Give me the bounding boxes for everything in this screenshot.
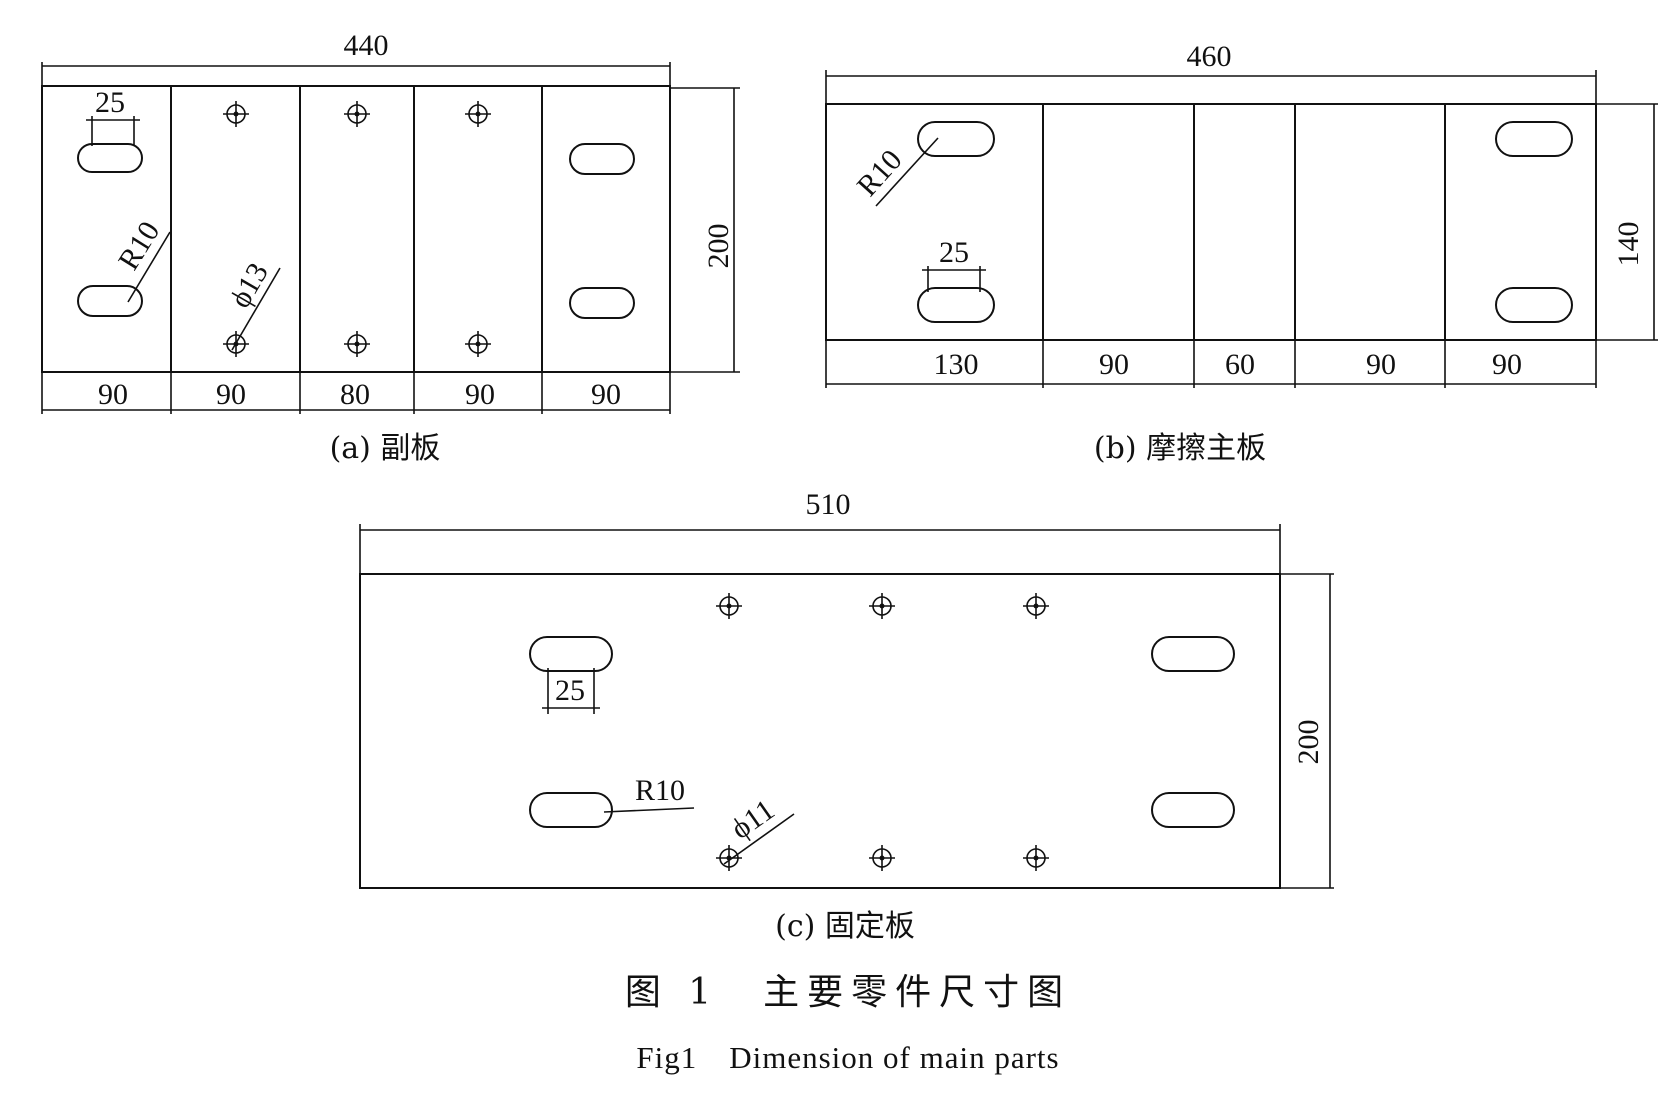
part-c-slot: [1151, 636, 1235, 672]
part-a-secondary-plate: 440 90 90 80 90 90 200 25: [41, 29, 740, 466]
part-a-bolt-hole: [222, 100, 250, 128]
part-c-slot: [529, 792, 613, 828]
part-a-height: 200: [702, 224, 735, 269]
part-b-slot-width: 25: [939, 236, 969, 269]
part-a-segment-1: 90: [98, 378, 128, 411]
part-a-slot-radius: R10: [112, 216, 166, 276]
part-a-slot-width: 25: [95, 86, 125, 119]
part-a-bolt-hole: [464, 330, 492, 358]
part-b-slot: [1495, 287, 1573, 323]
part-b-slot: [917, 121, 995, 157]
part-c-bolt-hole: [868, 592, 896, 620]
part-a-caption: (a) 副板: [330, 431, 441, 466]
part-c-bolt-hole: [1022, 844, 1050, 872]
part-a-segment-5: 90: [591, 378, 621, 411]
part-c-slot: [529, 636, 613, 672]
part-a-bolt-hole: [343, 100, 371, 128]
part-b-segment-4: 90: [1366, 348, 1396, 381]
part-a-bolt-hole: [464, 100, 492, 128]
part-c-bolt-hole: [1022, 592, 1050, 620]
part-b-segment-5: 90: [1492, 348, 1522, 381]
part-a-slot: [569, 287, 635, 319]
part-b-outline: [825, 103, 1597, 341]
part-c-bolt-hole: [715, 844, 743, 872]
part-c-slot: [1151, 792, 1235, 828]
part-b-segment-1: 130: [934, 348, 979, 381]
part-a-slot: [77, 143, 143, 173]
part-a-segment-4: 90: [465, 378, 495, 411]
part-c-overall-width: 510: [806, 488, 851, 521]
part-c-slot-width: 25: [555, 674, 585, 707]
part-a-segment-3: 80: [340, 378, 370, 411]
part-b-segment-3: 60: [1225, 348, 1255, 381]
part-c-slot-radius: R10: [635, 774, 685, 807]
part-a-overall-width: 440: [344, 29, 389, 62]
part-a-bolt-hole: [343, 330, 371, 358]
part-b-slot-radius: R10: [851, 143, 909, 202]
part-c-height: 200: [1292, 720, 1325, 765]
part-b-slot: [917, 287, 995, 323]
part-b-overall-width: 460: [1187, 40, 1232, 73]
part-c-bolt-hole: [868, 844, 896, 872]
part-c-fixed-plate: 510 200 25 R10 ϕ11 (c) 固定板: [359, 488, 1334, 944]
part-c-caption: (c) 固定板: [775, 909, 915, 944]
figure-title-cn: 图 1 主要零件尺寸图: [625, 972, 1071, 1013]
part-a-segment-2: 90: [216, 378, 246, 411]
part-b-slot: [1495, 121, 1573, 157]
part-c-outline: [359, 573, 1281, 889]
part-b-segment-2: 90: [1099, 348, 1129, 381]
part-b-height: 140: [1612, 222, 1645, 267]
figure-title-en: Fig1 Dimension of main parts: [636, 1040, 1059, 1075]
part-b-caption: (b) 摩擦主板: [1094, 431, 1266, 466]
part-c-bolt-hole: [715, 592, 743, 620]
part-b-friction-main-plate: 460 130 90 60 90 90 140 R10: [825, 40, 1658, 466]
part-a-outline: [41, 85, 671, 373]
part-c-hole-diameter: ϕ11: [725, 793, 781, 846]
part-a-slot: [569, 143, 635, 175]
part-a-hole-diameter: ϕ13: [223, 257, 274, 313]
part-a-slot: [77, 285, 143, 317]
